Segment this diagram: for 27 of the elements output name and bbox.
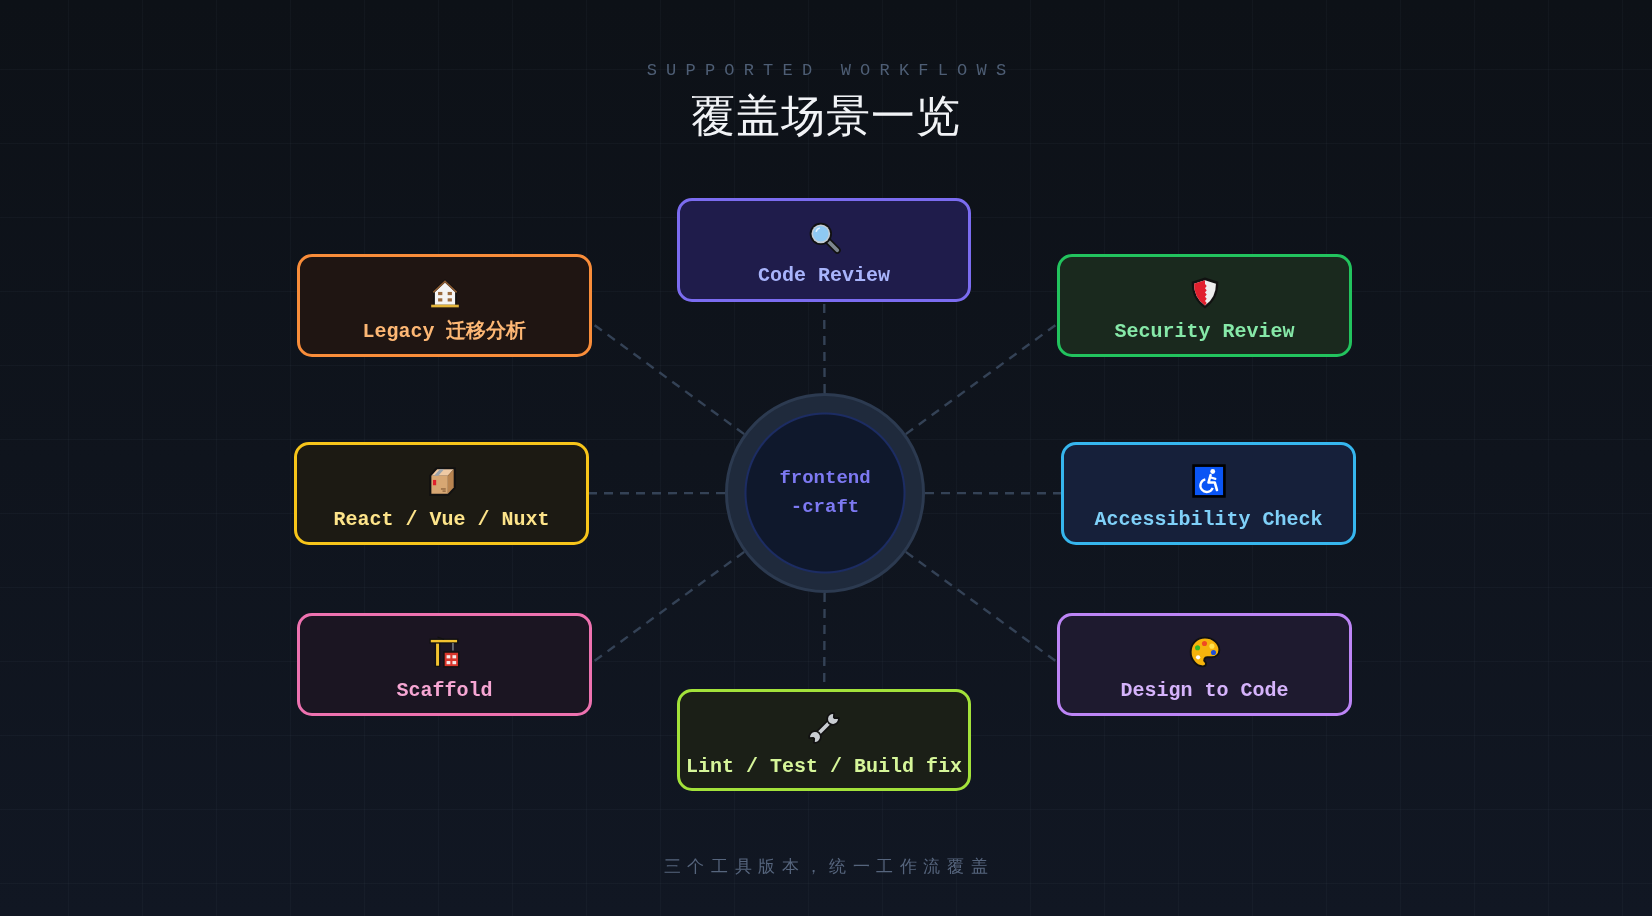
workflow-card xyxy=(1057,254,1352,357)
workflow-label: Scaffold xyxy=(396,679,493,702)
workflow-label: Code Review xyxy=(758,264,890,287)
workflow-label: Lint / Test / Build fix xyxy=(685,755,962,778)
workflow-label: Accessibility Check xyxy=(1094,508,1323,531)
workflow-card xyxy=(677,689,971,791)
workflow-label: Security Review xyxy=(1114,320,1295,343)
connector-line xyxy=(591,550,745,664)
workflow-label: React / Vue / Nuxt xyxy=(333,508,550,531)
workflow-card xyxy=(677,198,971,302)
connector-line xyxy=(591,322,745,436)
connector-line xyxy=(905,550,1058,663)
connector-line xyxy=(925,491,1061,495)
connector-line xyxy=(589,491,725,495)
connector-line xyxy=(905,323,1058,436)
workflow-label: Legacy 迁移分析 xyxy=(362,320,527,343)
kicker-label: SUPPORTED WORKFLOWS xyxy=(646,60,1016,81)
workflow-card xyxy=(294,442,589,545)
workflow-card xyxy=(297,254,592,357)
page-title: 覆盖场景一览 xyxy=(691,89,961,143)
workflow-card xyxy=(1061,442,1356,545)
hub-label: frontend -craft xyxy=(778,466,872,520)
connector-line xyxy=(823,302,826,393)
workflow-label: Design to Code xyxy=(1120,679,1289,702)
footer-caption: 三个工具版本，统一工作流覆盖 xyxy=(663,855,995,877)
workflow-card xyxy=(1057,613,1352,716)
workflow-card xyxy=(297,613,592,716)
